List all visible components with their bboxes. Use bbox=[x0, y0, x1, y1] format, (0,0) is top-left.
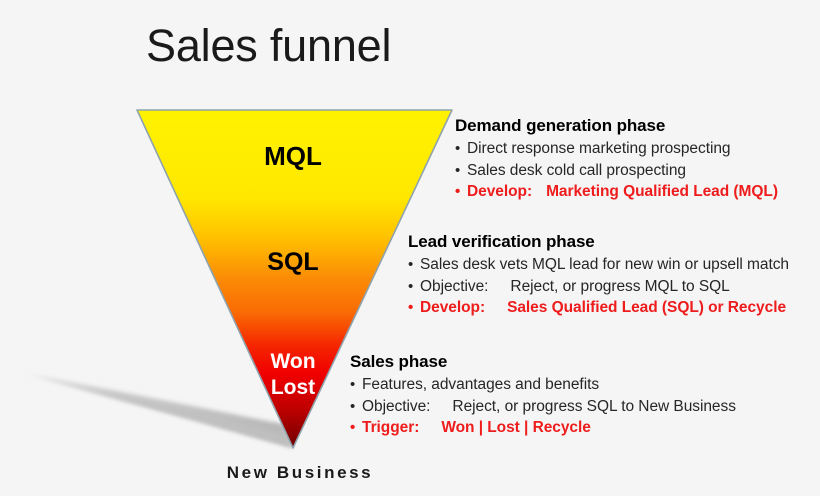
bullet-dot-icon: • bbox=[350, 376, 356, 393]
phase-bullet-accent: • Develop: Marketing Qualified Lead (MQL… bbox=[455, 181, 778, 203]
funnel-body bbox=[136, 109, 453, 449]
bullet-dot-icon: • bbox=[455, 140, 461, 157]
phase-heading: Demand generation phase bbox=[455, 116, 666, 135]
phase-bullet-text: Direct response marketing prospecting bbox=[467, 140, 731, 157]
phase-bullet-text: Sales desk cold call prospecting bbox=[467, 161, 686, 179]
phase-bullet-accent: • Develop: Sales Qualified Lead (SQL) or… bbox=[408, 297, 789, 319]
funnel-stage-label-sql: SQL bbox=[267, 248, 319, 276]
phase-bullet-text: Reject, or progress MQL to SQL bbox=[510, 277, 730, 295]
funnel-stage-label-lost: Lost bbox=[270, 376, 316, 399]
funnel-stage-label-won: Won bbox=[270, 350, 316, 373]
bullet-dot-icon: • bbox=[455, 183, 461, 201]
phase-bullet-label: Develop: bbox=[467, 183, 533, 201]
phase-block-demand-generation: Demand generation phase • Direct respons… bbox=[455, 116, 778, 203]
phase-bullet-text: Sales desk vets MQL lead for new win or … bbox=[420, 256, 789, 273]
funnel-cast-shadow-core bbox=[30, 375, 293, 447]
phase-bullet-text: Won | Lost | Recycle bbox=[441, 419, 591, 437]
bullet-dot-icon: • bbox=[455, 161, 461, 179]
funnel-stage-label-mql: MQL bbox=[264, 141, 322, 171]
page-title: Sales funnel bbox=[146, 20, 392, 71]
funnel-outcome-caption: New Business bbox=[226, 463, 374, 482]
phase-bullet-text: Features, advantages and benefits bbox=[362, 376, 600, 393]
bullet-dot-icon: • bbox=[408, 256, 414, 273]
phase-heading: Sales phase bbox=[350, 352, 448, 371]
phase-block-sales: Sales phase • Features, advantages and b… bbox=[350, 352, 736, 439]
phase-bullet-label: Objective: bbox=[420, 277, 489, 295]
phase-heading: Lead verification phase bbox=[408, 232, 595, 251]
phase-bullet-accent: • Trigger: Won | Lost | Recycle bbox=[350, 417, 736, 439]
phase-bullet-text: Sales Qualified Lead (SQL) or Recycle bbox=[507, 299, 787, 317]
bullet-dot-icon: • bbox=[408, 299, 414, 317]
phase-bullet: • Objective: Reject, or progress MQL to … bbox=[408, 276, 789, 298]
phase-bullet-label: Develop: bbox=[420, 299, 486, 317]
phase-bullet: • Sales desk cold call prospecting bbox=[455, 160, 778, 182]
bullet-dot-icon: • bbox=[350, 419, 356, 437]
bullet-dot-icon: • bbox=[408, 277, 414, 295]
phase-bullet-label: Trigger: bbox=[362, 419, 420, 437]
phase-bullet-label: Objective: bbox=[362, 397, 431, 415]
phase-bullet-text: Reject, or progress SQL to New Business bbox=[452, 397, 736, 415]
phase-block-lead-verification: Lead verification phase • Sales desk vet… bbox=[408, 232, 789, 319]
phase-bullet-text: Marketing Qualified Lead (MQL) bbox=[546, 183, 778, 201]
phase-bullet: • Sales desk vets MQL lead for new win o… bbox=[408, 254, 789, 276]
bullet-dot-icon: • bbox=[350, 397, 356, 415]
phase-bullet: • Direct response marketing prospecting bbox=[455, 138, 778, 160]
phase-bullet: • Objective: Reject, or progress SQL to … bbox=[350, 396, 736, 418]
phase-bullet: • Features, advantages and benefits bbox=[350, 374, 736, 396]
